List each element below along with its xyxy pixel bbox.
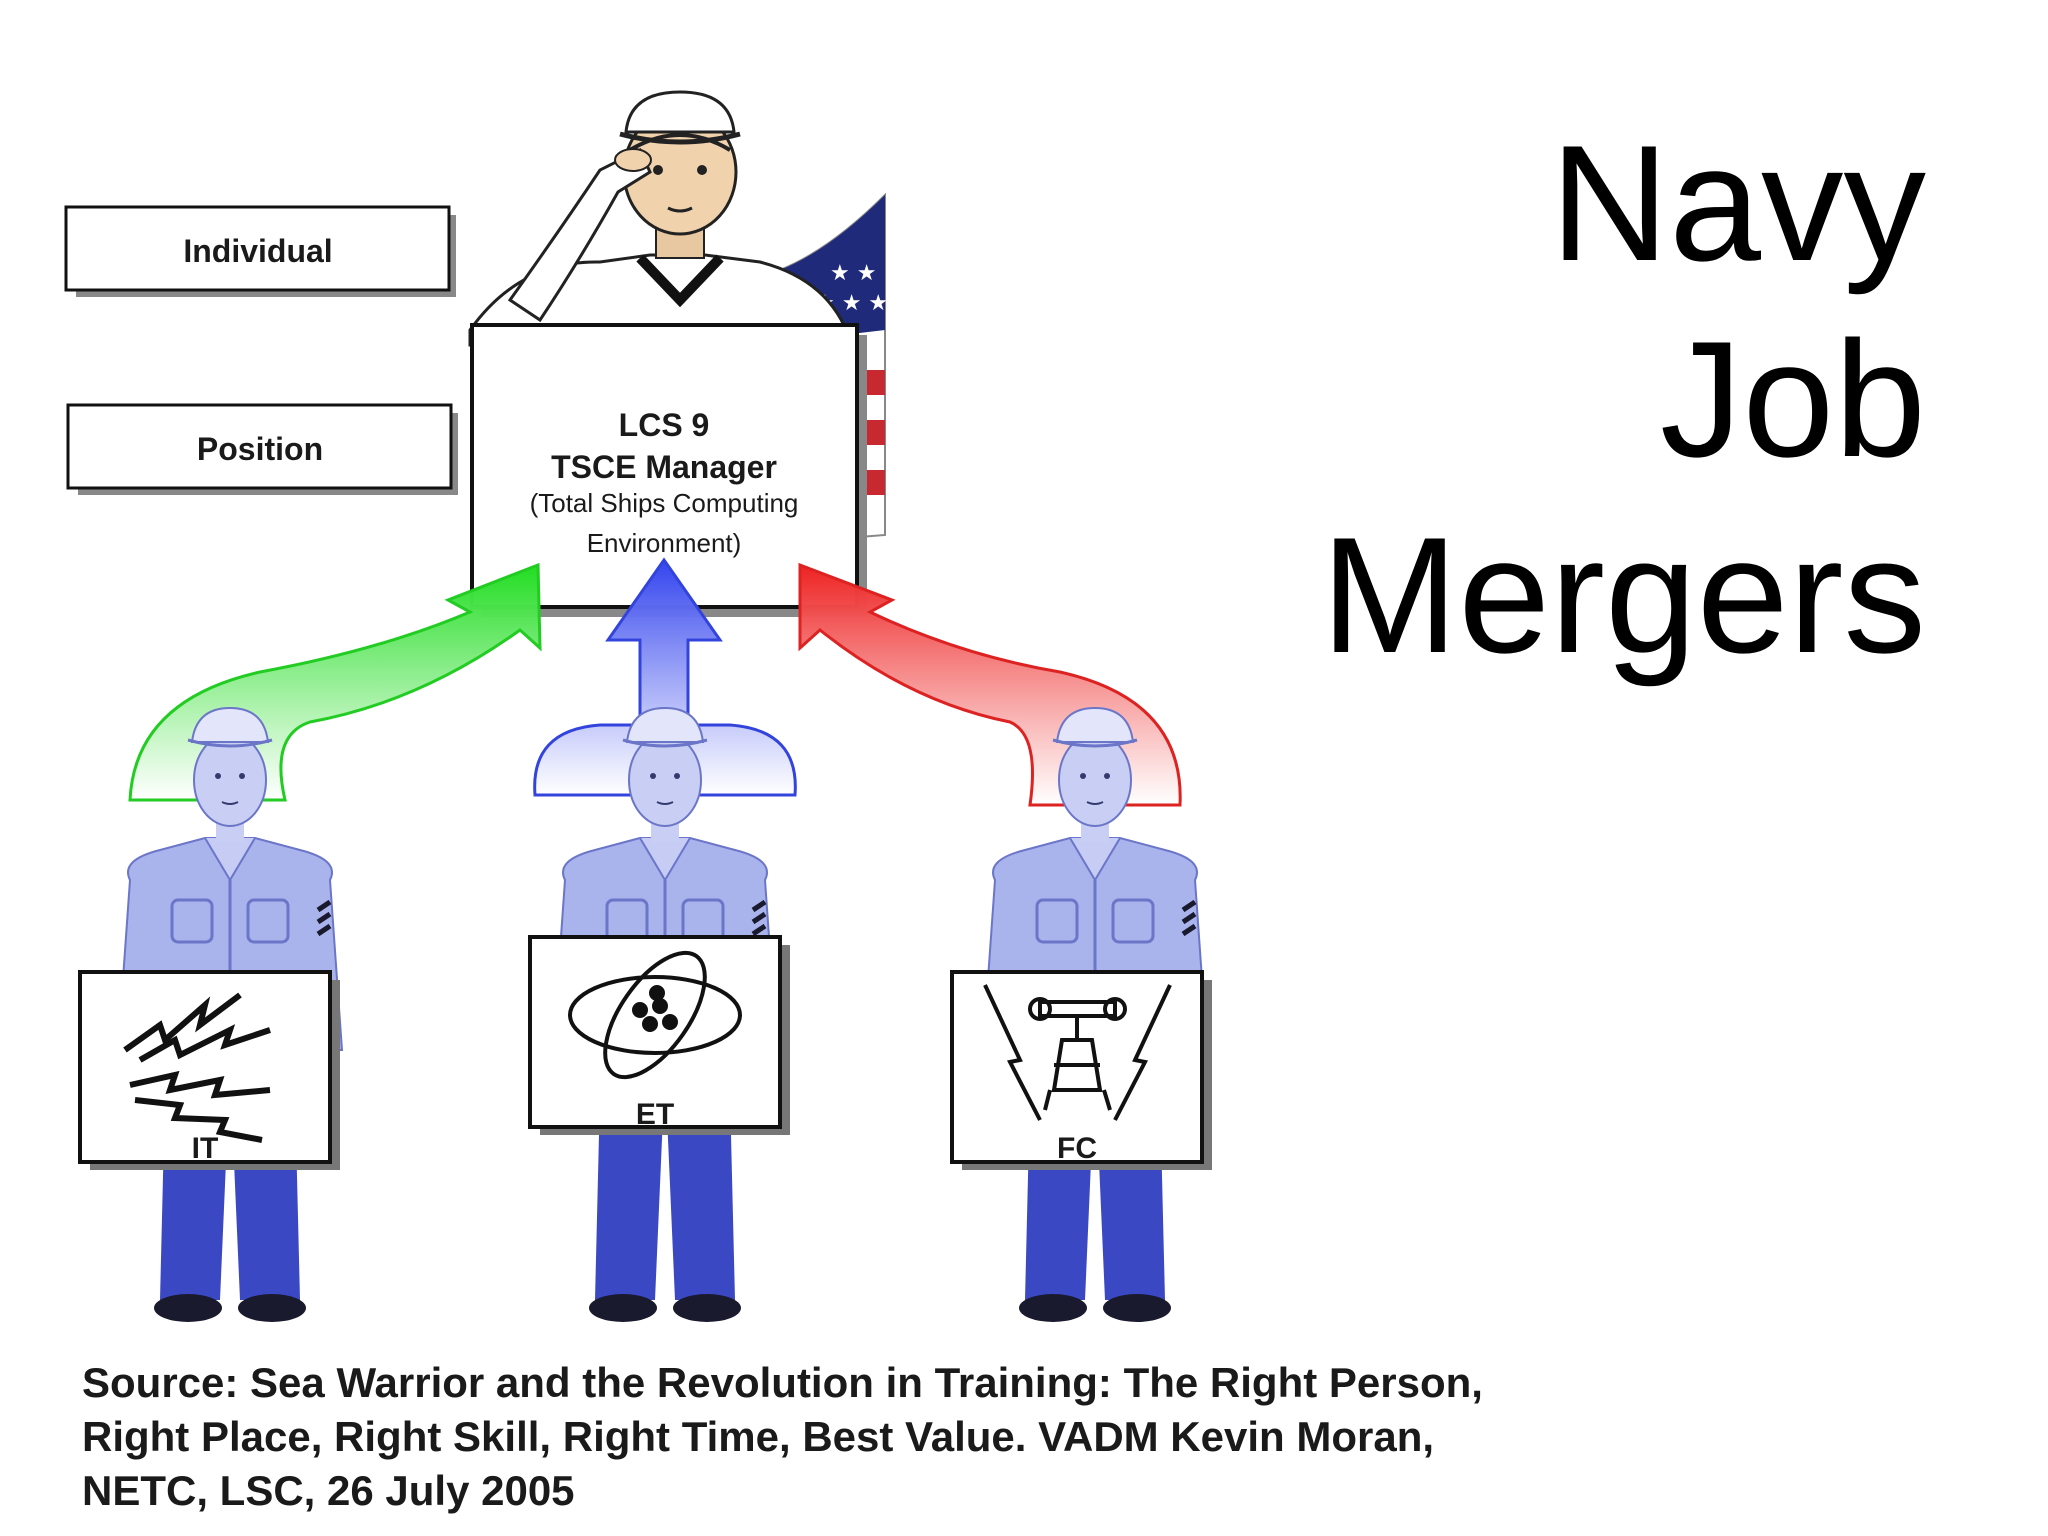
manager-line-2: TSCE Manager	[551, 449, 777, 485]
atom-icon	[568, 950, 742, 1080]
blue-arrow	[533, 557, 797, 797]
individual-label: Individual	[183, 233, 332, 269]
position-label-box: Position	[66, 403, 458, 495]
title-line-3: Mergers	[1320, 503, 1926, 687]
rating-it-box: IT	[78, 970, 340, 1170]
individual-label-box: Individual	[64, 205, 456, 297]
source-citation: Source: Sea Warrior and the Revolution i…	[82, 1356, 1862, 1518]
slide-title: Navy Job Mergers	[1321, 105, 1926, 693]
manager-line-4: Environment)	[587, 528, 742, 558]
manager-line-3: (Total Ships Computing	[530, 488, 799, 518]
source-line-3: NETC, LSC, 26 July 2005	[82, 1467, 575, 1514]
rating-et-label: ET	[636, 1098, 674, 1131]
title-line-2: Job	[1659, 307, 1926, 491]
green-arrow	[128, 562, 542, 802]
source-line-1: Source: Sea Warrior and the Revolution i…	[82, 1359, 1483, 1406]
rating-fc-box: FC	[950, 970, 1212, 1170]
position-label: Position	[197, 431, 323, 467]
radar-tower-icon	[983, 984, 1172, 1121]
lightning-bolts-icon	[123, 992, 271, 1143]
source-line-2: Right Place, Right Skill, Right Time, Be…	[82, 1413, 1435, 1460]
rating-it-label: IT	[192, 1132, 219, 1165]
rating-et-box: ET	[528, 935, 790, 1135]
manager-line-1: LCS 9	[619, 407, 710, 443]
svg-text:★ ★: ★ ★	[830, 261, 876, 286]
rating-fc-label: FC	[1057, 1132, 1097, 1165]
title-line-1: Navy	[1550, 111, 1926, 295]
